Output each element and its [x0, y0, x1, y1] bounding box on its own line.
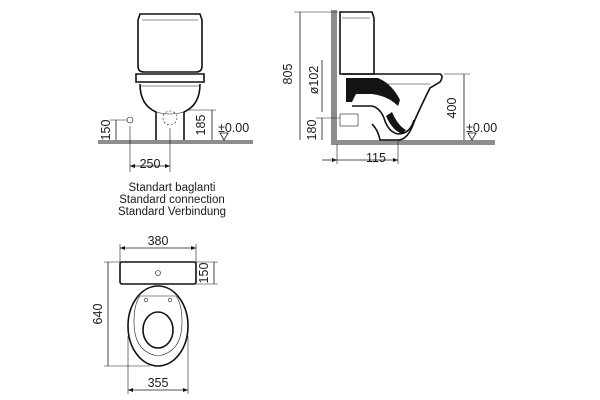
front-seat-185: 185 [194, 115, 208, 136]
caption-tr: Standart baglanti [129, 182, 216, 194]
side-bowl-400: 400 [445, 98, 459, 119]
side-view: 805 ø102 180 115 400 ±0.00 [281, 10, 497, 165]
side-floor-level: ±0.00 [466, 121, 497, 135]
front-width-250: 250 [140, 157, 161, 171]
plan-width-355: 355 [148, 376, 169, 390]
side-outlet-180: 180 [305, 120, 319, 141]
caption-en: Standard connection [119, 194, 225, 206]
plan-tank-150: 150 [197, 263, 211, 284]
side-outlet-pipe [339, 113, 359, 127]
side-total-805: 805 [281, 64, 295, 85]
plan-width-380: 380 [148, 234, 169, 248]
side-pipe-diameter: ø102 [307, 66, 321, 95]
front-outlet-150: 150 [99, 120, 113, 141]
plan-view: 380 150 640 355 [91, 234, 218, 394]
plan-bowl [127, 285, 189, 367]
side-cistern [339, 11, 375, 75]
front-bowl [139, 83, 201, 140]
front-cistern [137, 13, 203, 73]
front-seat-band [135, 73, 205, 83]
side-offset-115: 115 [366, 151, 386, 165]
plan-depth-640: 640 [91, 304, 105, 325]
plan-seat [133, 295, 183, 357]
front-view: 250 150 185 ±0.00 [98, 13, 253, 172]
front-floor [98, 140, 253, 144]
caption-de: Standard Verbindung [118, 206, 226, 218]
front-floor-level: ±0.00 [218, 121, 249, 135]
front-connector [126, 116, 134, 124]
connection-caption: Standart baglanti Standard connection St… [118, 182, 226, 218]
plan-tank [119, 261, 197, 285]
side-wall [331, 10, 337, 145]
side-trap [346, 78, 400, 106]
side-floor [331, 140, 495, 145]
